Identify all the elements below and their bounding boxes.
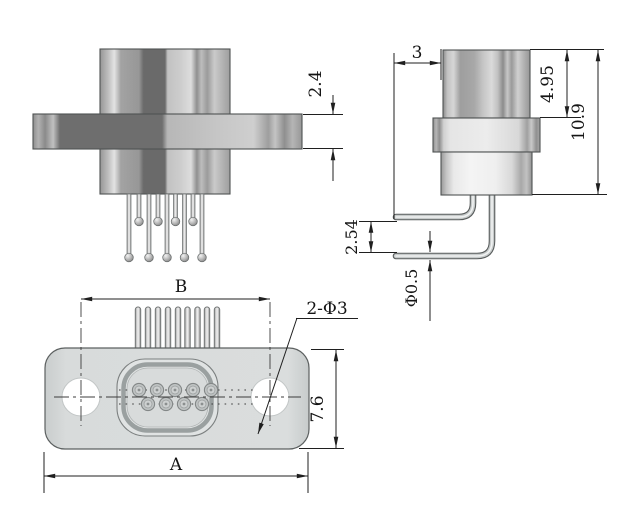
pin-ball-tip (170, 216, 181, 227)
wire-lead (154, 306, 162, 352)
front-pin-short (153, 193, 163, 227)
socket-center-hole (200, 402, 204, 406)
pin-ball-tip (124, 252, 134, 263)
socket-contact (167, 382, 183, 398)
socket-center-hole (182, 402, 186, 406)
dim-upper-body-height: 4.95 (530, 49, 604, 118)
wire-lead (134, 306, 142, 352)
pin-ball-tip (197, 252, 207, 263)
dim-flange-height: 7.6 (299, 349, 344, 449)
front-view-flange (32, 113, 303, 150)
side-view-pins (392, 184, 496, 260)
pin-shaft (136, 193, 142, 220)
pin-shaft (190, 193, 196, 220)
front-pin-long (179, 193, 190, 263)
socket-center-hole (191, 388, 195, 392)
wire-lead (174, 306, 182, 352)
dim-flange-height-label: 7.6 (308, 395, 328, 422)
socket-contact (176, 396, 192, 412)
dim-overall-width: A (43, 452, 309, 493)
pin-shaft (182, 193, 187, 256)
dim-mounting-holes-label: 2-Φ3 (306, 299, 347, 319)
dim-flange-thickness: 2.4 (303, 70, 343, 181)
pin-ball-tip (144, 252, 154, 263)
shell-bevel (121, 362, 214, 433)
side-view-upper-body (442, 49, 531, 119)
pin-ball-tip (153, 216, 163, 227)
wire-lead (144, 306, 152, 352)
front-pin-long (197, 193, 207, 263)
dim-pin-row-pitch-label: 2.54 (342, 219, 361, 255)
side-view-flange-ring (432, 117, 541, 153)
dim-hole-span-label: B (175, 277, 188, 297)
dim-pin-diameter-label: Φ0.5 (402, 269, 421, 308)
pin-shaft (155, 193, 161, 220)
wire-lead (194, 306, 201, 352)
dim-total-height: 10.9 (532, 50, 607, 195)
socket-center-hole (164, 402, 168, 406)
socket-center-hole (209, 388, 213, 392)
socket-contact (203, 382, 219, 398)
front-pin-short (134, 193, 144, 227)
pin-highlight (395, 187, 493, 257)
dim-upper-body-height-label: 4.95 (538, 65, 558, 103)
front-pin-long (144, 193, 154, 263)
front-view: 2.4 (32, 48, 343, 263)
wire-lead (184, 306, 191, 352)
wire-lead (203, 306, 211, 352)
leader-line (257, 317, 298, 435)
dim-pin-tip-to-body: 3 (393, 43, 442, 219)
side-view: 3 4.95 10.9 2.54 Φ0.5 (342, 43, 607, 321)
socket-center-hole (173, 388, 177, 392)
socket-contact (158, 396, 174, 412)
pin-outline (392, 184, 496, 260)
wire-lead (164, 306, 172, 352)
socket-contact (149, 382, 165, 398)
dim-hole-span: B (80, 277, 271, 426)
pin-ball-tip (179, 252, 190, 263)
pin-shaft (199, 193, 205, 256)
dim-mounting-holes: 2-Φ3 (257, 299, 358, 435)
bent-pin-upper (392, 184, 477, 221)
front-pin-long (124, 193, 134, 263)
front-pin-short (170, 193, 181, 227)
pin-highlight (395, 187, 474, 218)
socket-center-hole (146, 402, 150, 406)
dim-pin-diameter: Φ0.5 (402, 231, 433, 321)
dim-pin-row-pitch: 2.54 (342, 219, 397, 255)
pin-shaft (126, 193, 132, 256)
socket-contact (140, 396, 156, 412)
socket-center-hole (155, 388, 159, 392)
bent-pin-lower (392, 184, 496, 260)
face-view-wires (134, 306, 221, 352)
front-view-pins (124, 193, 207, 263)
pin-ball-tip (162, 252, 172, 263)
face-view-sockets (131, 382, 219, 412)
pin-shaft (146, 193, 152, 256)
socket-contact (131, 382, 147, 398)
pin-body (393, 185, 495, 259)
front-pin-short (188, 193, 198, 227)
dim-total-height-label: 10.9 (569, 103, 589, 141)
face-view: B A 7.6 2-Φ3 (43, 277, 358, 493)
dim-overall-width-label: A (169, 455, 183, 475)
socket-contact (185, 382, 201, 398)
front-pin-long (162, 193, 172, 263)
pin-ball-tip (134, 216, 144, 227)
socket-center-hole (137, 388, 141, 392)
dim-pin-tip-to-body-label: 3 (412, 43, 423, 63)
side-view-lower-body (440, 151, 533, 196)
pin-ball-tip (188, 216, 198, 227)
pin-shaft (164, 193, 170, 256)
pin-shaft (173, 193, 178, 220)
socket-contact (194, 396, 210, 412)
wire-lead (213, 306, 221, 352)
dim-flange-thickness-label: 2.4 (306, 70, 326, 97)
